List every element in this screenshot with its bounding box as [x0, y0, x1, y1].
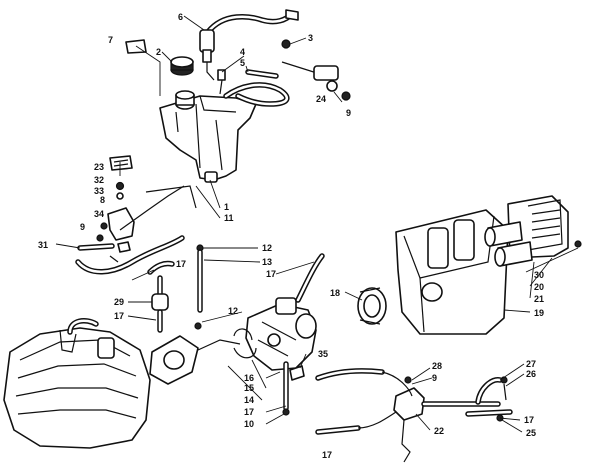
callout-16: 16	[244, 373, 254, 383]
fuel-cap	[170, 56, 194, 76]
primer-assembly	[199, 9, 299, 81]
carburetor	[245, 297, 317, 371]
callout-18: 18	[330, 288, 340, 298]
fuel-tank	[159, 95, 257, 183]
callout-20: 20	[534, 282, 544, 292]
hose-17-mid	[295, 253, 325, 303]
callout-9a: 9	[346, 108, 351, 118]
carb-adapter	[149, 335, 241, 385]
fuel-filter	[151, 275, 169, 333]
callout-12b: 12	[228, 306, 238, 316]
callout-11: 11	[224, 213, 234, 223]
fuel-line-5	[223, 69, 290, 107]
leader-lines	[55, 15, 579, 433]
callout-15: 15	[244, 383, 254, 393]
hose-17-left	[75, 235, 185, 275]
callout-23: 23	[94, 162, 104, 172]
callout-4: 4	[240, 47, 245, 57]
clamp-15	[233, 328, 257, 359]
callout-5: 5	[240, 58, 245, 68]
callout-6: 6	[178, 12, 183, 22]
pump-hoses	[315, 368, 513, 435]
callout-31: 31	[38, 240, 48, 250]
callout-8: 8	[100, 195, 105, 205]
fuel-pump	[393, 376, 425, 463]
callout-17a: 17	[176, 259, 186, 269]
callout-33: 33	[94, 186, 104, 196]
callout-25: 25	[526, 428, 536, 438]
vent-valve	[281, 39, 351, 101]
pulse-hose-27	[475, 376, 508, 422]
callout-17c: 17	[114, 311, 124, 321]
filler-neck	[175, 90, 195, 110]
decal-23	[109, 155, 133, 171]
callout-28: 28	[432, 361, 442, 371]
callout-34: 34	[94, 209, 104, 219]
callout-21: 21	[534, 294, 544, 304]
callout-14: 14	[244, 395, 254, 405]
callout-29: 29	[114, 297, 124, 307]
callout-7: 7	[108, 35, 113, 45]
callout-24: 24	[316, 94, 326, 104]
callout-12a: 12	[262, 243, 272, 253]
callout-17f: 17	[524, 415, 534, 425]
callout-9c: 9	[432, 373, 437, 383]
callout-labels: 1 2 3 4 5 6 7 8 9 9 9 10 11 12 12 13 14 …	[38, 12, 544, 460]
callout-2: 2	[156, 47, 161, 57]
fitting-4	[217, 69, 226, 95]
callout-10: 10	[244, 419, 254, 429]
callout-13: 13	[262, 257, 272, 267]
callout-17e: 17	[322, 450, 332, 460]
callout-19: 19	[534, 308, 544, 318]
callout-1: 1	[224, 202, 229, 212]
callout-27: 27	[526, 359, 536, 369]
drain-hose	[282, 361, 290, 416]
callout-17b: 17	[266, 269, 276, 279]
clip-35	[289, 365, 305, 381]
callout-32: 32	[94, 175, 104, 185]
callout-26: 26	[526, 369, 536, 379]
intake-tubes	[484, 195, 582, 267]
callout-9b: 9	[80, 222, 85, 232]
callout-35: 35	[318, 349, 328, 359]
callout-22: 22	[434, 426, 444, 436]
air-silencer	[395, 209, 509, 335]
fuel-line-13	[194, 244, 204, 330]
bracket-assembly	[77, 181, 197, 263]
engine	[3, 317, 151, 449]
callout-30: 30	[534, 270, 544, 280]
callout-17d: 17	[244, 407, 254, 417]
callout-3: 3	[308, 33, 313, 43]
intake-boot	[357, 287, 387, 325]
